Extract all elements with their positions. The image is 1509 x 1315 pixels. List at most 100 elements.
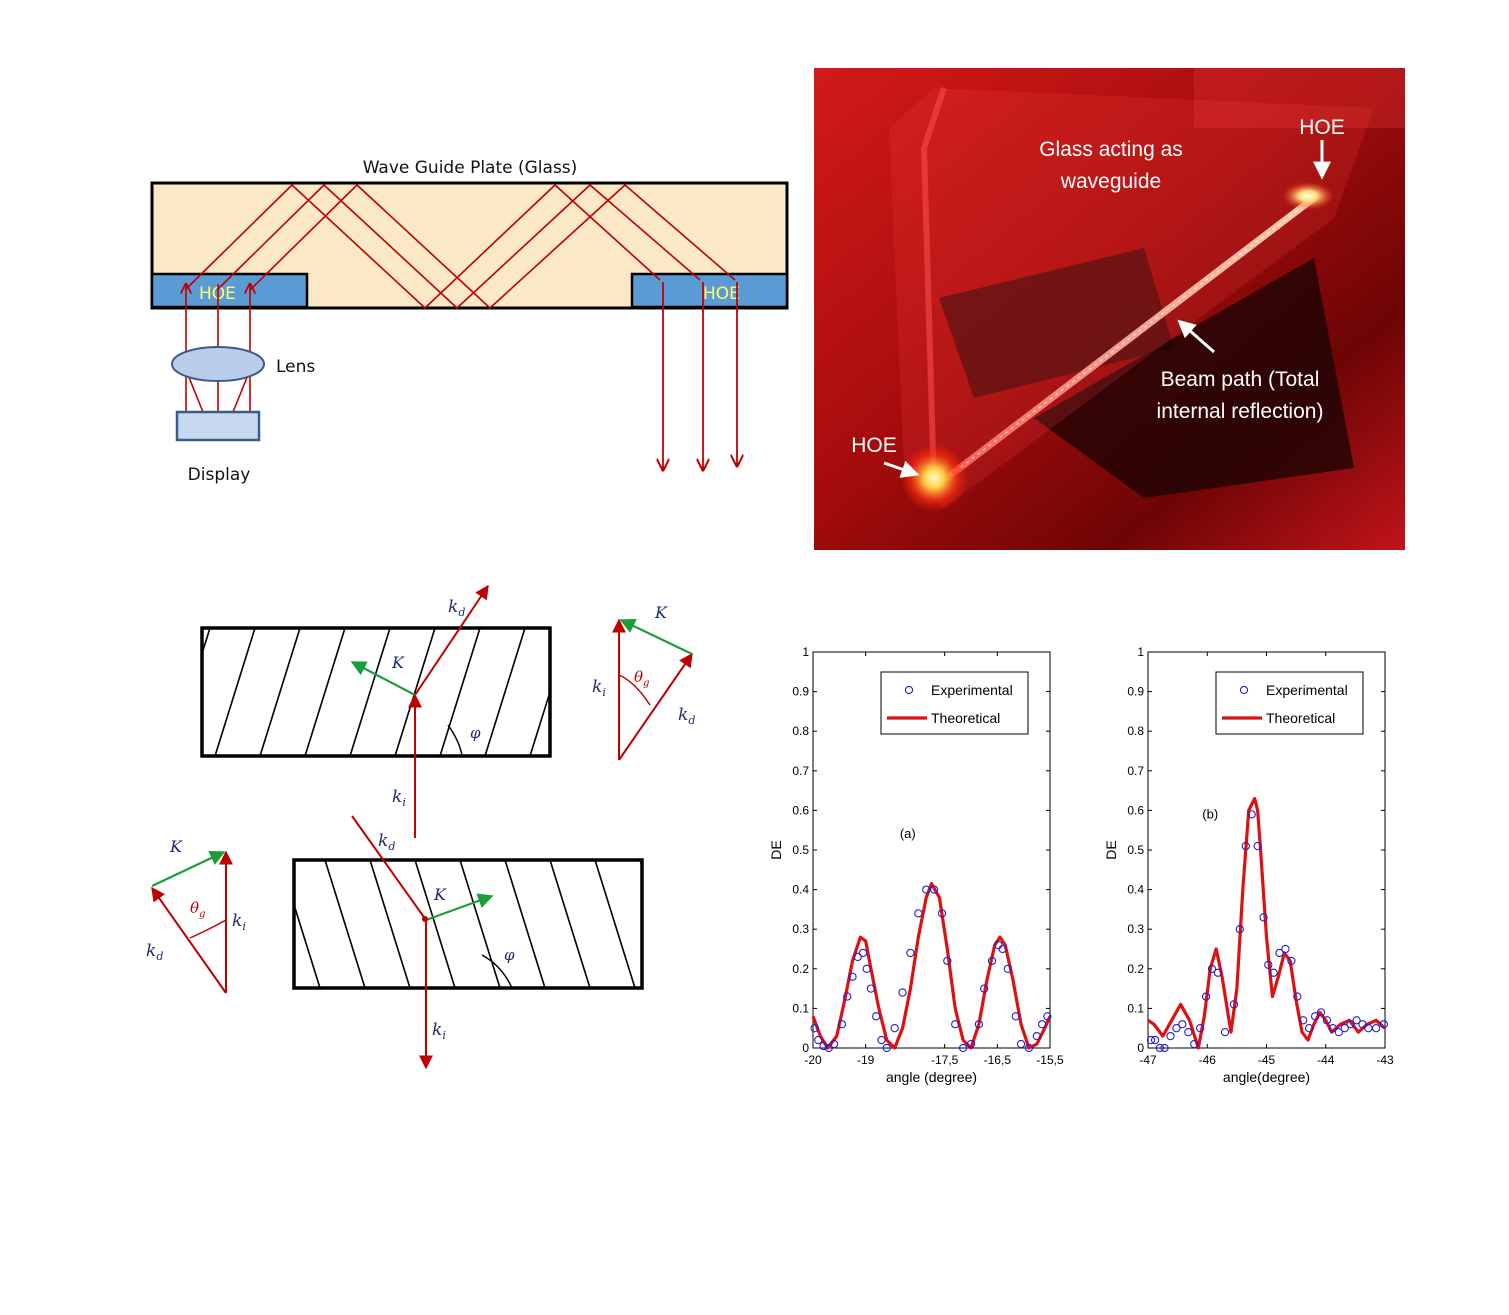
phi-label-bottom: φ — [504, 946, 515, 964]
photo-label-glass-1: Glass acting as — [1039, 138, 1183, 161]
x-tick-label: -16,5 — [984, 1053, 1012, 1067]
y-tick-label: 0.5 — [792, 843, 809, 857]
y-tick-label: 1 — [1137, 645, 1144, 659]
y-tick-label: 0.6 — [792, 803, 809, 817]
data-point-experimental — [1281, 944, 1290, 954]
data-point-experimental — [1259, 913, 1268, 922]
y-tick-label: 0.2 — [1127, 962, 1144, 976]
photo-label-hoe-top: HOE — [1299, 116, 1345, 139]
x-tick-label: -17,5 — [931, 1053, 959, 1067]
kd-label-top: kd — [448, 597, 465, 619]
ki-label-tri-bottom: ki — [232, 911, 246, 933]
y-tick-label: 0.6 — [1127, 803, 1144, 817]
data-point-experimental — [890, 1024, 899, 1033]
data-point-experimental — [1322, 1016, 1332, 1025]
data-point-experimental — [862, 964, 871, 973]
data-point-experimental — [1241, 841, 1250, 851]
data-point-experimental — [848, 972, 857, 981]
legend-label-experimental: Experimental — [931, 682, 1013, 698]
data-point-experimental — [1146, 1035, 1156, 1045]
data-point-experimental — [1150, 1035, 1160, 1045]
y-tick-label: 0.5 — [1127, 843, 1144, 857]
data-point-experimental — [898, 988, 907, 997]
tir-rays — [184, 183, 736, 310]
x-tick-label: -45 — [1258, 1053, 1276, 1067]
kd-label-bottom: kd — [378, 831, 395, 853]
data-point-experimental — [1328, 1024, 1338, 1033]
y-tick-label: 1 — [802, 645, 809, 659]
legend-box — [880, 671, 1029, 735]
hoe-right-label: HOE — [703, 284, 740, 304]
legend-marker-experimental — [1239, 685, 1249, 695]
phi-label-top: φ — [470, 724, 481, 742]
data-point-experimental — [1160, 1043, 1169, 1053]
hoe-right-pad — [630, 272, 789, 309]
data-point-experimental — [1358, 1020, 1367, 1029]
data-point-experimental — [1024, 1043, 1034, 1053]
data-point-experimental — [814, 1035, 823, 1045]
data-point-experimental — [872, 1012, 881, 1021]
data-point-experimental — [966, 1039, 976, 1049]
x-tick-label: -43 — [1376, 1053, 1394, 1067]
vector-triangle-top: K ki kd θg — [592, 603, 695, 761]
x-tick-label: -44 — [1317, 1053, 1335, 1067]
data-point-experimental — [843, 992, 852, 1001]
data-point-experimental — [906, 948, 915, 958]
data-point-experimental — [1190, 1039, 1199, 1049]
data-point-experimental — [824, 1043, 833, 1053]
panel-label: (b) — [1202, 806, 1218, 821]
data-point-experimental — [866, 984, 876, 993]
data-point-experimental — [1037, 1020, 1047, 1029]
y-axis-label: DE — [768, 840, 784, 859]
legend-label-theoretical: Theoretical — [931, 710, 1000, 726]
grating-diagram: φ kd K ki K ki kd θg — [130, 570, 730, 1090]
data-point-experimental — [1201, 992, 1211, 1001]
data-point-experimental — [1155, 1043, 1164, 1053]
x-tick-label: -19 — [857, 1053, 875, 1067]
y-tick-label: 0.3 — [1127, 922, 1144, 936]
data-point-experimental — [943, 956, 952, 966]
K-label-bottom: K — [433, 885, 447, 904]
grating-slab-top: φ — [200, 626, 552, 758]
data-point-experimental — [1235, 925, 1244, 934]
data-point-experimental — [929, 885, 939, 894]
y-tick-label: 0.4 — [1127, 883, 1144, 897]
y-tick-label: 0 — [1137, 1041, 1144, 1055]
y-tick-label: 0.2 — [792, 962, 809, 976]
data-point-experimental — [882, 1043, 891, 1053]
data-point-experimental — [1220, 1028, 1230, 1037]
data-point-experimental — [1287, 956, 1296, 966]
data-point-experimental — [1184, 1028, 1193, 1037]
data-point-experimental — [987, 956, 997, 966]
ki-label-mid: ki — [392, 787, 406, 809]
data-point-experimental — [1178, 1020, 1187, 1029]
y-tick-label: 0.9 — [792, 685, 809, 699]
series-line-theoretical — [811, 882, 1052, 1050]
data-point-experimental — [1195, 1024, 1205, 1033]
data-point-experimental — [1305, 1024, 1314, 1033]
display-label: Display — [188, 465, 251, 485]
data-point-experimental — [974, 1020, 984, 1029]
data-point-experimental — [1213, 968, 1223, 977]
data-point-experimental — [1340, 1024, 1349, 1033]
data-point-experimental — [1032, 1031, 1041, 1041]
data-point-experimental — [810, 1024, 819, 1033]
x-tick-label: -46 — [1199, 1053, 1217, 1067]
data-point-experimental — [998, 944, 1007, 954]
data-point-experimental — [837, 1020, 847, 1029]
data-point-experimental — [1310, 1012, 1320, 1021]
data-point-experimental — [1207, 964, 1217, 973]
data-point-experimental — [1264, 960, 1273, 969]
data-point-experimental — [1229, 1000, 1239, 1009]
data-point-experimental — [1172, 1024, 1181, 1033]
data-point-experimental — [1293, 992, 1302, 1001]
waveguide-title: Wave Guide Plate (Glass) — [363, 158, 578, 178]
lens-label: Lens — [276, 357, 315, 377]
data-point-experimental — [1269, 968, 1278, 977]
data-point-experimental — [1247, 810, 1256, 819]
data-point-experimental — [980, 984, 989, 993]
